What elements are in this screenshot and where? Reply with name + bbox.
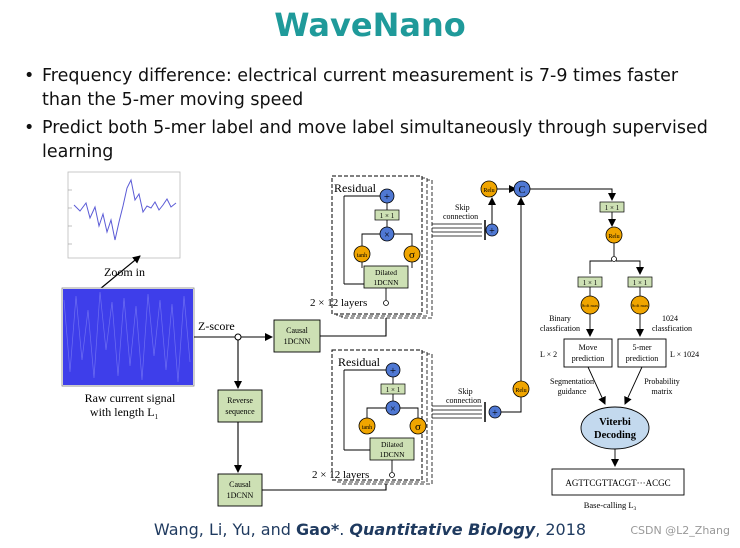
svg-text:prediction: prediction <box>626 354 658 363</box>
svg-text:Move: Move <box>579 343 598 352</box>
zoom-in-arrow <box>99 255 141 290</box>
svg-text:Decoding: Decoding <box>594 430 637 441</box>
svg-text:classfication: classfication <box>652 324 692 333</box>
svg-text:+: + <box>489 226 495 237</box>
citation: Wang, Li, Yu, and Gao*. Quantitative Bio… <box>0 520 740 539</box>
zscore-label: Z-score <box>198 319 235 333</box>
svg-text:1 × 1: 1 × 1 <box>633 279 648 287</box>
svg-text:+: + <box>492 408 498 419</box>
bullet-frequency-difference: Frequency difference: electrical current… <box>22 64 722 112</box>
svg-text:Causal: Causal <box>286 326 309 335</box>
bullet-predict-labels: Predict both 5-mer label and move label … <box>22 116 722 164</box>
svg-text:Relu: Relu <box>608 234 619 240</box>
zoomed-signal-plot <box>67 171 181 259</box>
skip-connections-top: Skip connection + Relu <box>432 180 517 240</box>
zoom-in-label: Zoom in <box>104 265 145 279</box>
viterbi-decoding-ellipse <box>580 406 650 450</box>
citation-journal: Quantitative Biology <box>349 520 536 539</box>
svg-text:1 × 1: 1 × 1 <box>605 204 620 212</box>
svg-text:Probability: Probability <box>644 377 680 386</box>
zoomed-signal-line <box>73 178 177 241</box>
svg-text:L × 1024: L × 1024 <box>670 350 699 359</box>
svg-text:connection: connection <box>443 212 478 221</box>
svg-text:2 × 12 layers: 2 × 12 layers <box>310 297 367 309</box>
svg-text:tanh: tanh <box>357 253 367 259</box>
svg-text:1 × 1: 1 × 1 <box>583 279 598 287</box>
svg-text:AGTTCGTTACGT···ACGC: AGTTCGTTACGT···ACGC <box>565 478 670 488</box>
svg-text:Soft max: Soft max <box>582 303 599 308</box>
svg-text:Causal: Causal <box>229 480 252 489</box>
watermark: CSDN @L2_Zhang <box>630 524 730 537</box>
svg-text:Skip: Skip <box>455 203 470 212</box>
causal-1dcnn-top: Causal 1DCNN <box>273 319 321 353</box>
citation-separator: . <box>339 520 350 539</box>
svg-text:Dilated: Dilated <box>381 440 403 449</box>
svg-text:Relu: Relu <box>483 188 494 194</box>
basecalling-output-box <box>551 468 685 496</box>
svg-text:guidance: guidance <box>558 387 587 396</box>
concat-node: C <box>513 180 531 198</box>
svg-text:1 × 1: 1 × 1 <box>380 212 395 220</box>
svg-text:Dilated: Dilated <box>375 268 397 277</box>
svg-text:C: C <box>519 185 526 196</box>
svg-text:Residual: Residual <box>338 355 381 369</box>
svg-text:σ: σ <box>415 421 421 433</box>
fivemer-prediction-box <box>617 338 667 368</box>
svg-text:1DCNN: 1DCNN <box>373 278 399 287</box>
raw-signal-label-1: Raw current signal <box>85 391 176 405</box>
svg-text:5-mer: 5-mer <box>632 343 651 352</box>
svg-text:Residual: Residual <box>334 181 377 195</box>
reverse-sequence-block: Reverse sequence <box>217 389 263 423</box>
svg-text:×: × <box>390 404 396 415</box>
svg-text:σ: σ <box>409 249 415 261</box>
svg-text:1DCNN: 1DCNN <box>284 337 311 346</box>
svg-text:matrix: matrix <box>652 387 673 396</box>
raw-signal-plot <box>61 287 195 387</box>
svg-text:Relu: Relu <box>515 388 526 394</box>
svg-text:L × 2: L × 2 <box>540 350 557 359</box>
svg-text:1DCNN: 1DCNN <box>227 491 254 500</box>
skip-connections-bottom: Skip connection + Relu <box>432 197 530 422</box>
svg-text:Segmentation: Segmentation <box>550 377 594 386</box>
svg-text:Base-calling L3: Base-calling L3 <box>584 500 637 512</box>
svg-text:Binary: Binary <box>549 314 571 323</box>
svg-text:2 × 12 layers: 2 × 12 layers <box>312 469 369 481</box>
bullet-list: Frequency difference: electrical current… <box>22 64 722 168</box>
raw-signal-label-2: with length L1 <box>90 405 159 421</box>
output-head: 1 × 1 Relu 1 × 1 1 × 1 Soft max Soft max… <box>540 201 699 512</box>
svg-text:+: + <box>384 191 390 203</box>
svg-text:Reverse: Reverse <box>227 396 253 405</box>
svg-text:Soft max: Soft max <box>632 303 649 308</box>
svg-text:1 × 1: 1 × 1 <box>386 386 401 394</box>
svg-text:Viterbi: Viterbi <box>599 417 631 428</box>
svg-text:tanh: tanh <box>362 425 372 431</box>
svg-text:Skip: Skip <box>458 387 473 396</box>
causal-1dcnn-bottom: Causal 1DCNN <box>217 473 263 507</box>
svg-text:1024: 1024 <box>662 314 678 323</box>
citation-lead-author: Gao* <box>295 520 340 539</box>
citation-authors: Wang, Li, Yu, and <box>153 520 296 539</box>
svg-text:1DCNN: 1DCNN <box>379 450 405 459</box>
svg-text:prediction: prediction <box>572 354 604 363</box>
residual-stack-bottom: Residual + 1 × 1 × tanh σ Dilated 1DCNN … <box>312 349 433 485</box>
svg-text:sequence: sequence <box>225 407 255 416</box>
zscore-branch-node <box>234 333 242 341</box>
svg-text:+: + <box>390 365 396 377</box>
svg-text:×: × <box>384 230 390 241</box>
citation-year: , 2018 <box>535 520 587 539</box>
slide-title: WaveNano <box>274 6 466 44</box>
svg-text:connection: connection <box>446 396 481 405</box>
svg-text:classfication: classfication <box>540 324 580 333</box>
residual-stack-top: Residual + 1 × 1 × tanh σ Dilated 1DCNN … <box>310 175 433 319</box>
